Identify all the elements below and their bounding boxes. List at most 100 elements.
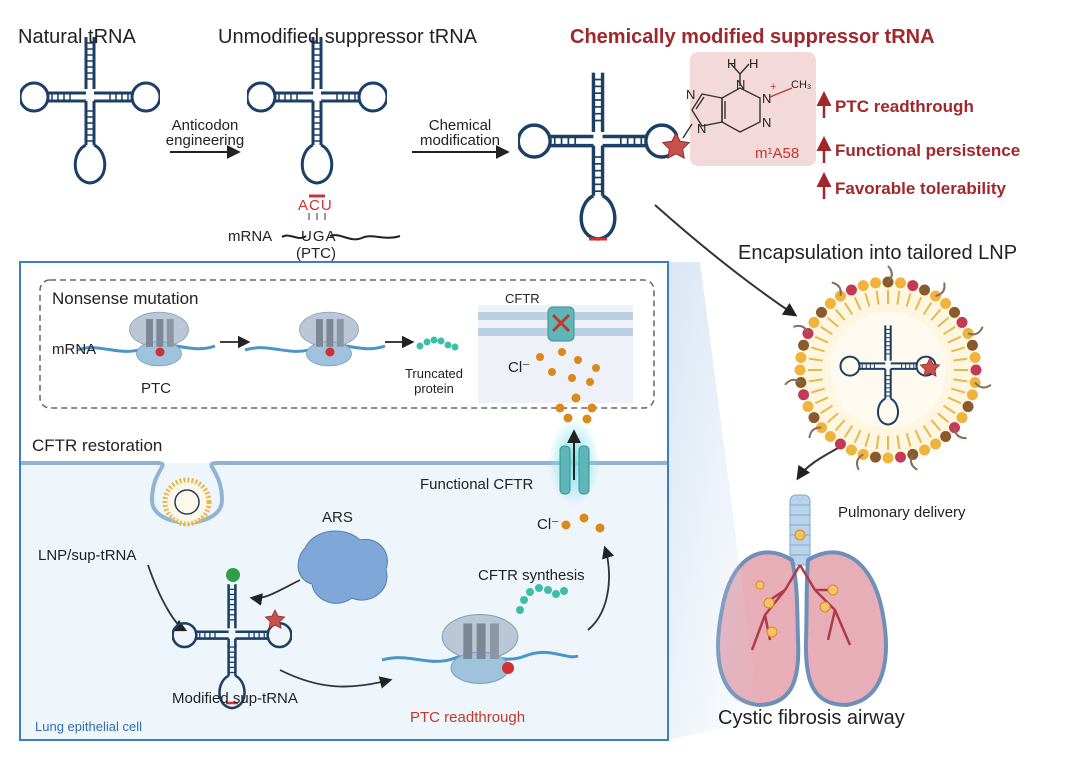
unmodified-trna-label: Unmodified suppressor tRNA: [218, 26, 477, 48]
arrow-synthesis-to-cftr: [587, 545, 615, 631]
lipid-head: [966, 389, 978, 401]
atom-n-methyl: N: [762, 91, 772, 106]
benefit-ptc-readthrough: PTC readthrough: [835, 97, 974, 116]
ptc-label-panel: PTC: [141, 380, 171, 397]
lipid-tail: [896, 290, 901, 305]
lipid-head: [795, 351, 807, 363]
chloride-ions-in: [561, 513, 605, 533]
lipid-head: [956, 316, 968, 328]
arrow1-label-2: engineering: [165, 132, 245, 149]
lipid-tail: [951, 346, 966, 353]
lipid-tail: [937, 412, 950, 424]
lipid-tail: [875, 435, 880, 450]
ptc-codon-label: (PTC): [296, 245, 336, 262]
lipid-tail: [834, 419, 846, 432]
lung-epithelial-cell-label: Lung epithelial cell: [35, 719, 142, 734]
lipid-tail: [864, 433, 871, 448]
mrna-label-panel: mRNA: [52, 341, 97, 358]
arrow-ars-charge: [249, 579, 301, 606]
lipid-head: [834, 438, 846, 450]
lipid-head: [794, 364, 806, 376]
atom-n-ring: N: [762, 115, 772, 130]
lipid-head: [845, 284, 857, 296]
lipid-tail: [914, 429, 923, 444]
arrow-lnp-to-trna: [147, 564, 188, 632]
mrna-label-top: mRNA: [228, 228, 273, 245]
stop-sign-icon-2: [325, 347, 335, 357]
lipid-tail: [953, 357, 968, 362]
lipid-tail: [953, 378, 968, 383]
lnp-small: [162, 477, 212, 527]
lnp-star-icon: [919, 357, 941, 377]
lipid-tail: [914, 296, 923, 311]
ribosome-stalled: [129, 311, 189, 367]
lipid-tail: [808, 357, 823, 362]
lipid-tail: [951, 387, 966, 394]
lipid-tail: [930, 419, 942, 432]
unmodified-trna-diagram: [247, 35, 387, 198]
lipid-head: [940, 431, 952, 443]
pulmonary-delivery-label: Pulmonary delivery: [838, 504, 966, 521]
cftr-channel-open-left: [559, 445, 571, 495]
lipid-tail: [810, 387, 825, 394]
chloride-label-cell: Cl⁻: [537, 516, 560, 533]
lipid-head: [966, 339, 978, 351]
natural-trna-label: Natural tRNA: [18, 26, 136, 48]
lipid-tail: [814, 335, 829, 344]
structure-link: [682, 123, 693, 139]
lipid-head: [940, 297, 952, 309]
lipid-tail: [942, 325, 956, 336]
lipid-head: [970, 364, 982, 376]
modified-trna-title: Chemically modified suppressor tRNA: [570, 26, 935, 48]
lipid-tail: [810, 346, 825, 353]
lipid-head: [919, 284, 931, 296]
peg-chain: [953, 427, 967, 440]
benefit-functional-persistence: Functional persistence: [835, 141, 1021, 160]
lipid-tail: [922, 302, 933, 316]
lipid-head: [808, 316, 820, 328]
panel-perspective-shade: [668, 262, 760, 740]
peg-chain: [784, 378, 802, 386]
lipid-tail: [808, 378, 823, 383]
arrow-to-lnp: [654, 204, 798, 317]
peg-chain: [887, 265, 893, 283]
modification-star-icon: [661, 131, 691, 160]
ptc-readthrough-label: PTC readthrough: [410, 709, 526, 726]
truncated-protein-beads: [416, 336, 459, 351]
peg-chain: [909, 453, 918, 471]
lipid-tail: [864, 292, 871, 307]
modified-sup-trna-label: Modified sup-tRNA: [172, 690, 298, 707]
atom-n-imidazole: N: [686, 87, 696, 102]
peg-chain: [855, 453, 864, 471]
chloride-label-inset: Cl⁻: [508, 359, 531, 376]
lipid-head: [869, 451, 881, 463]
methyl-bond: [769, 87, 793, 98]
lipid-tail: [843, 424, 854, 438]
lipid-tail: [875, 290, 880, 305]
lipid-head: [824, 297, 836, 309]
lipid-head: [869, 277, 881, 289]
amino-acid-ball: [226, 568, 240, 582]
nonsense-mutation-title: Nonsense mutation: [52, 289, 199, 308]
cftr-label-inset: CFTR: [505, 291, 540, 306]
arrow1-label-1: Anticodon: [171, 117, 239, 134]
atom-n-amine: N: [736, 77, 746, 92]
lipid-head: [802, 401, 814, 413]
lnp-title: Encapsulation into tailored LNP: [738, 242, 1018, 264]
lipid-head: [798, 389, 810, 401]
m1a-structure: [691, 63, 761, 133]
lipid-head: [930, 438, 942, 450]
arrow2-label-2: modification: [419, 132, 501, 149]
lnp-particle: [784, 265, 992, 471]
m1a58-structure-box: [690, 52, 816, 166]
lipid-head: [845, 444, 857, 456]
modified-sup-trna-diagram: [172, 582, 292, 710]
cftr-restoration-title: CFTR restoration: [32, 436, 163, 455]
benefit-favorable-tolerability: Favorable tolerability: [835, 179, 1006, 198]
codon-label: UGA: [301, 228, 337, 245]
lipid-tail: [947, 335, 962, 344]
cftr-nascent-chain: [516, 584, 568, 614]
lipid-tail: [930, 308, 942, 321]
lipid-tail: [947, 396, 962, 405]
atom-charge: +: [770, 81, 777, 93]
